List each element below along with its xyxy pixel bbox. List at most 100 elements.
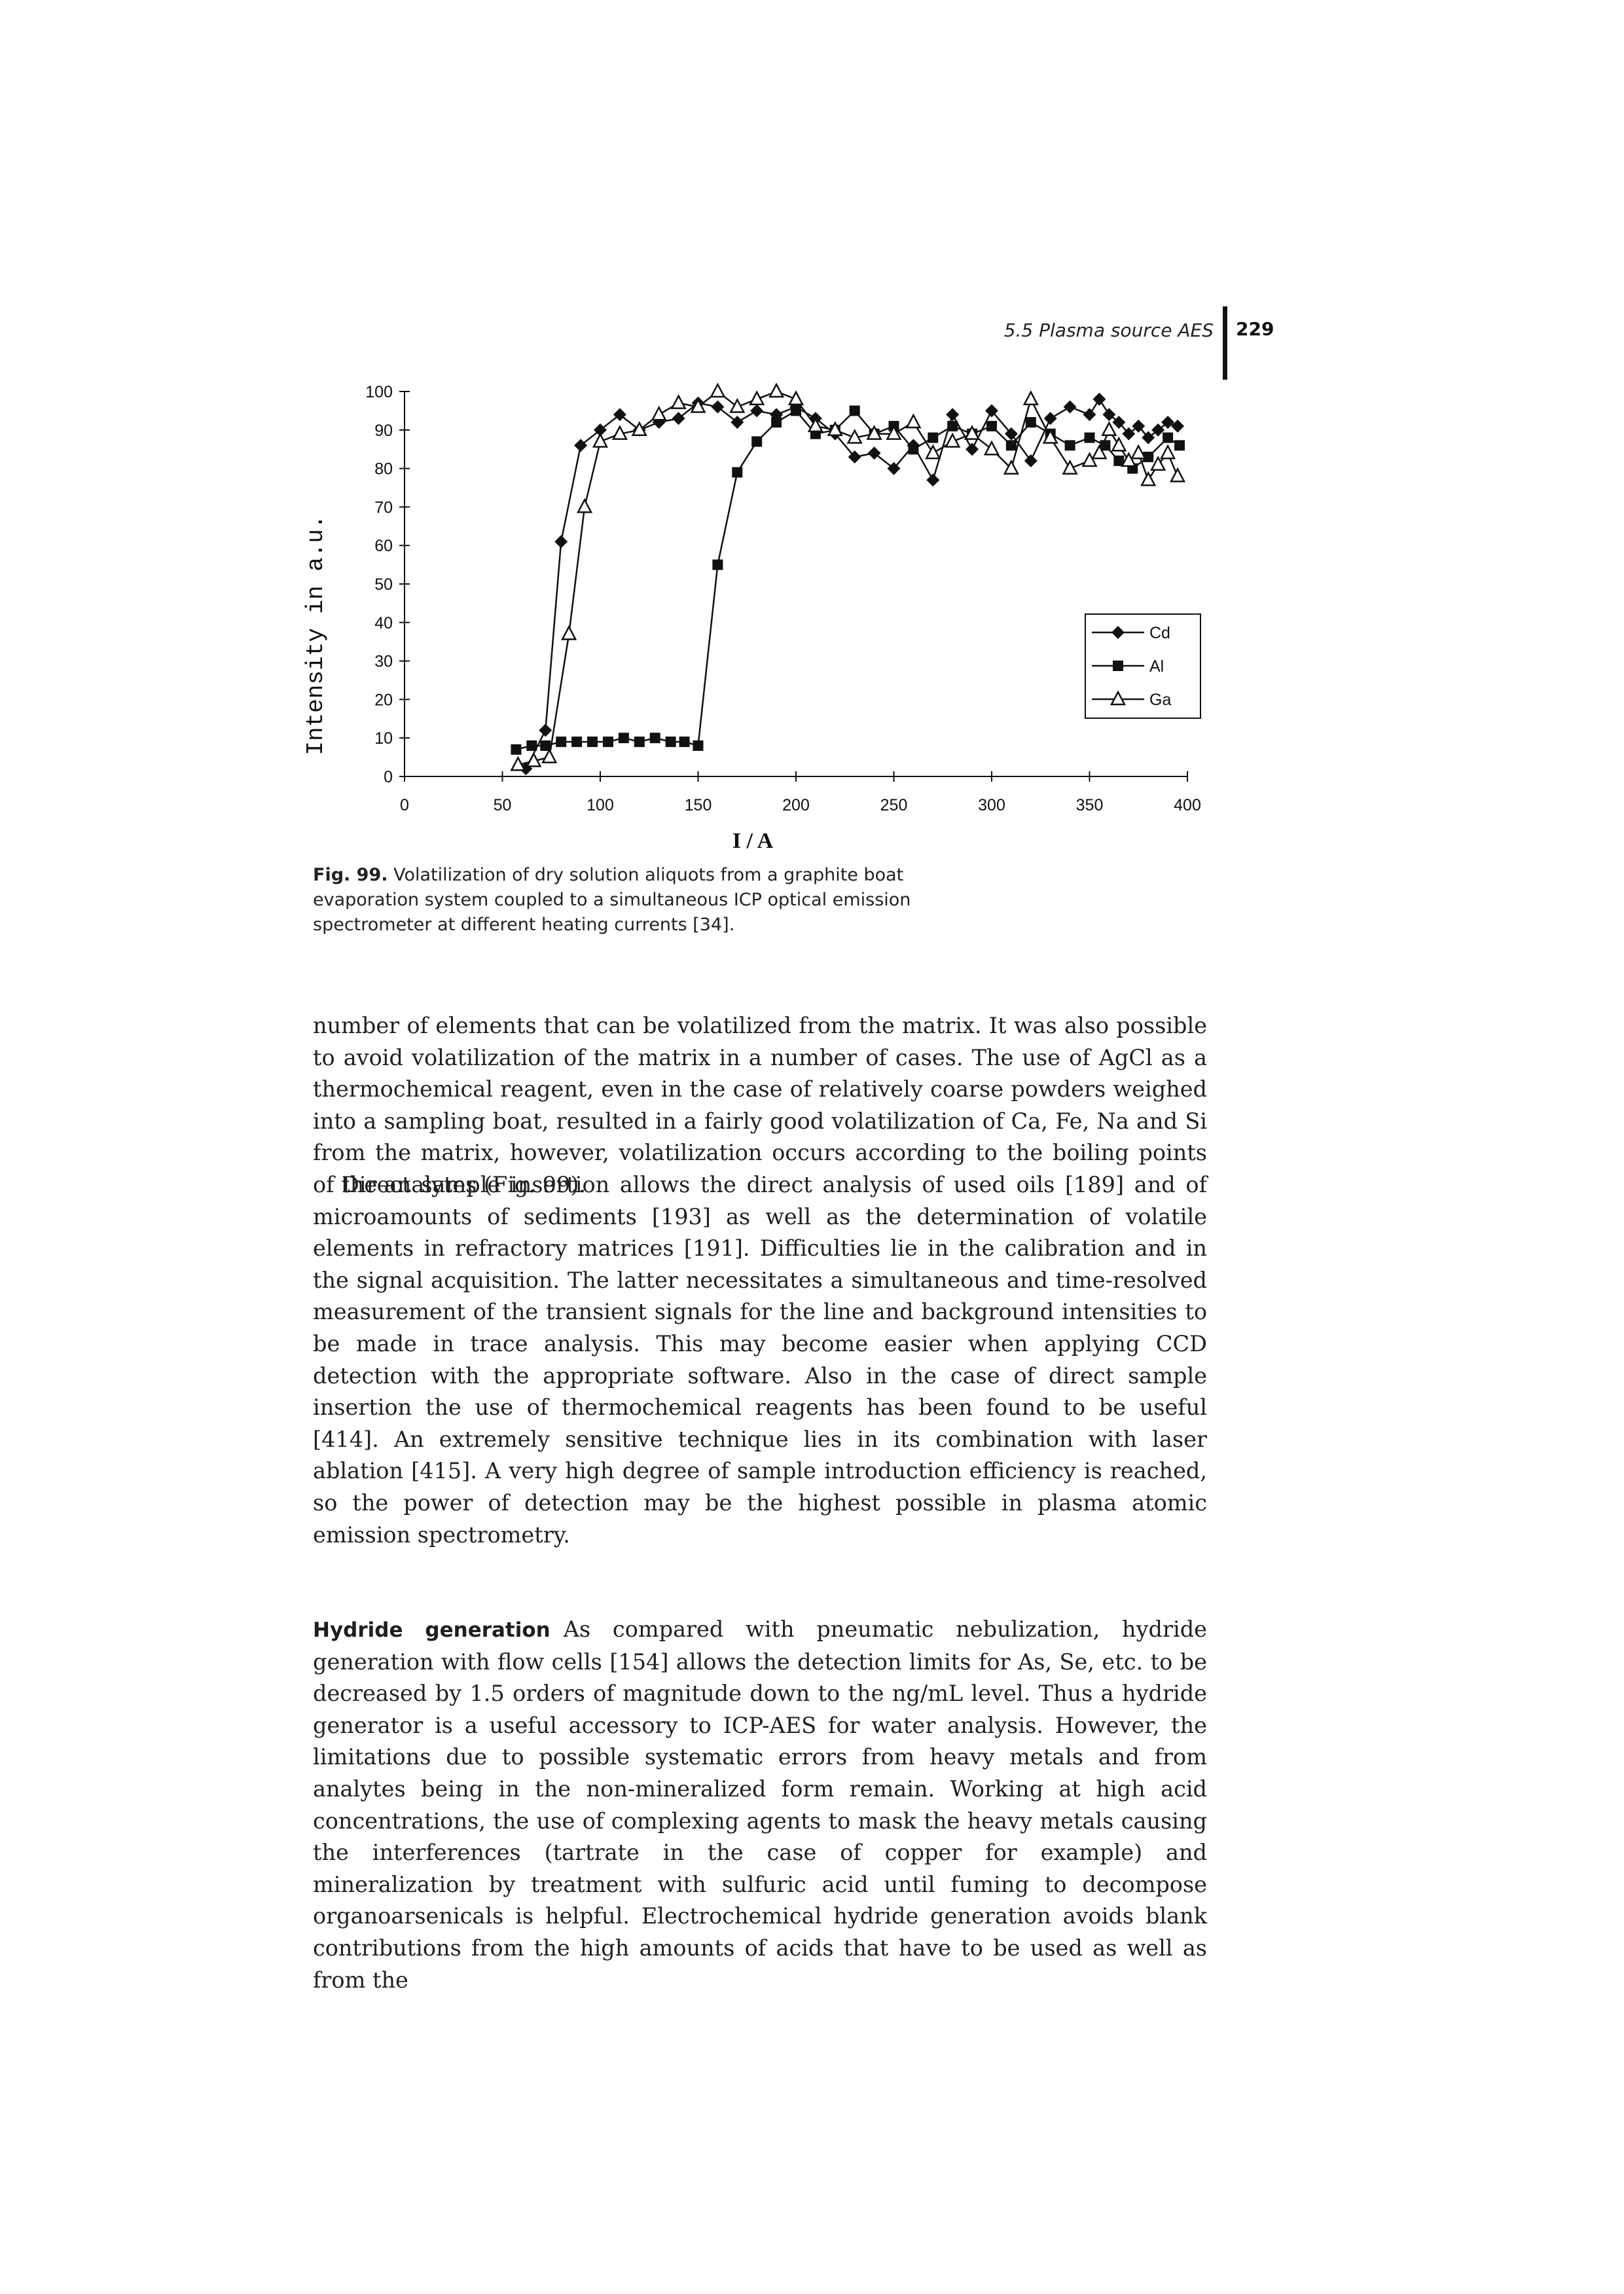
data-point-al	[540, 740, 551, 751]
y-tick-label: 60	[374, 537, 393, 555]
data-point-cd	[1102, 408, 1116, 422]
data-point-al	[693, 740, 704, 751]
x-tick-label: 400	[1174, 796, 1201, 814]
data-point-ga	[1022, 390, 1039, 406]
data-point-ga	[670, 393, 687, 409]
data-point-cd	[867, 446, 881, 460]
data-point-cd	[652, 416, 666, 429]
data-point-cd	[672, 412, 685, 426]
data-point-ga	[1160, 444, 1176, 460]
data-point-ga	[1003, 459, 1019, 475]
data-point-cd	[1043, 412, 1057, 426]
data-point-al	[928, 432, 939, 443]
y-tick-label: 40	[374, 614, 393, 632]
data-point-cd	[594, 423, 607, 437]
data-point-al	[1064, 440, 1075, 451]
data-point-cd	[1112, 416, 1126, 429]
data-point-ga	[1101, 421, 1117, 437]
data-point-al	[665, 737, 676, 748]
data-point-ga	[510, 756, 526, 771]
data-point-al	[908, 444, 919, 455]
data-point-al	[1100, 440, 1111, 451]
y-axis-label: Intensity in a.u.	[302, 515, 329, 755]
data-point-al	[511, 744, 522, 755]
series-line-ga	[518, 390, 1179, 766]
data-point-cd	[848, 450, 861, 464]
data-point-al	[1025, 417, 1036, 428]
data-point-al	[1163, 432, 1174, 443]
data-point-cd	[750, 404, 764, 418]
data-point-ga	[1121, 452, 1137, 467]
data-point-al	[771, 417, 782, 428]
data-point-ga	[1140, 471, 1157, 486]
x-tick-label: 200	[782, 796, 810, 814]
data-point-cd	[731, 416, 744, 429]
data-point-al	[1084, 432, 1095, 443]
data-point-cd	[574, 439, 588, 452]
data-point-al	[1113, 455, 1125, 466]
data-point-al	[791, 405, 801, 416]
data-point-al	[1174, 440, 1185, 451]
data-point-ga	[983, 440, 1000, 456]
data-point-cd	[1004, 427, 1018, 441]
caption-label: Fig. 99.	[313, 865, 388, 885]
y-tick-label: 70	[374, 498, 393, 517]
data-point-ga	[577, 498, 593, 513]
y-tick-label: 100	[365, 383, 393, 401]
data-point-ga	[768, 382, 785, 398]
x-tick-label: 50	[494, 796, 512, 814]
data-point-cd	[946, 408, 960, 422]
data-point-ga	[651, 405, 667, 421]
paragraph-3-text: As compared with pneumatic nebulization,…	[313, 1616, 1207, 1993]
data-point-cd	[554, 535, 568, 549]
data-point-ga	[866, 424, 882, 440]
data-point-cd	[539, 723, 552, 737]
chart-markers	[510, 382, 1186, 776]
data-point-ga	[1169, 467, 1186, 482]
data-point-cd	[1063, 400, 1077, 414]
data-point-al	[526, 740, 537, 751]
data-point-al	[634, 737, 645, 748]
data-point-cd	[887, 462, 901, 475]
x-tick-label: 150	[685, 796, 712, 814]
data-point-al	[947, 420, 958, 431]
data-point-ga	[631, 421, 647, 437]
data-point-cd	[770, 408, 784, 422]
data-point-ga	[592, 432, 609, 448]
data-point-ga	[1111, 436, 1127, 452]
data-point-cd	[926, 473, 940, 487]
data-point-cd	[1122, 427, 1136, 441]
data-point-cd	[1083, 408, 1096, 422]
data-point-ga	[1091, 444, 1108, 460]
data-point-cd	[985, 404, 998, 418]
data-point-ga	[690, 397, 706, 413]
data-point-cd	[1024, 454, 1038, 467]
data-point-al	[571, 737, 583, 748]
x-axis-label: I / A	[732, 829, 774, 853]
data-point-al	[732, 467, 743, 478]
y-tick-label: 80	[374, 460, 393, 479]
data-point-al	[602, 737, 613, 748]
data-point-ga	[1150, 456, 1166, 471]
data-point-ga	[787, 390, 804, 406]
legend-label-ga: Ga	[1149, 691, 1171, 709]
data-point-ga	[886, 424, 902, 440]
data-point-cd	[1151, 423, 1165, 437]
data-point-ga	[541, 748, 558, 763]
data-point-ga	[611, 424, 628, 440]
series-line-al	[516, 409, 1180, 751]
data-point-cd	[613, 408, 626, 422]
data-point-al	[712, 559, 723, 570]
data-point-al	[986, 420, 997, 431]
x-tick-label: 300	[978, 796, 1005, 814]
data-point-ga	[561, 625, 577, 640]
data-point-cd	[1092, 392, 1106, 406]
data-point-al	[751, 436, 763, 447]
data-point-cd	[1132, 419, 1146, 433]
data-point-ga	[807, 417, 823, 433]
data-point-ga	[749, 390, 765, 406]
running-head: 5.5 Plasma source AES	[1003, 319, 1214, 341]
